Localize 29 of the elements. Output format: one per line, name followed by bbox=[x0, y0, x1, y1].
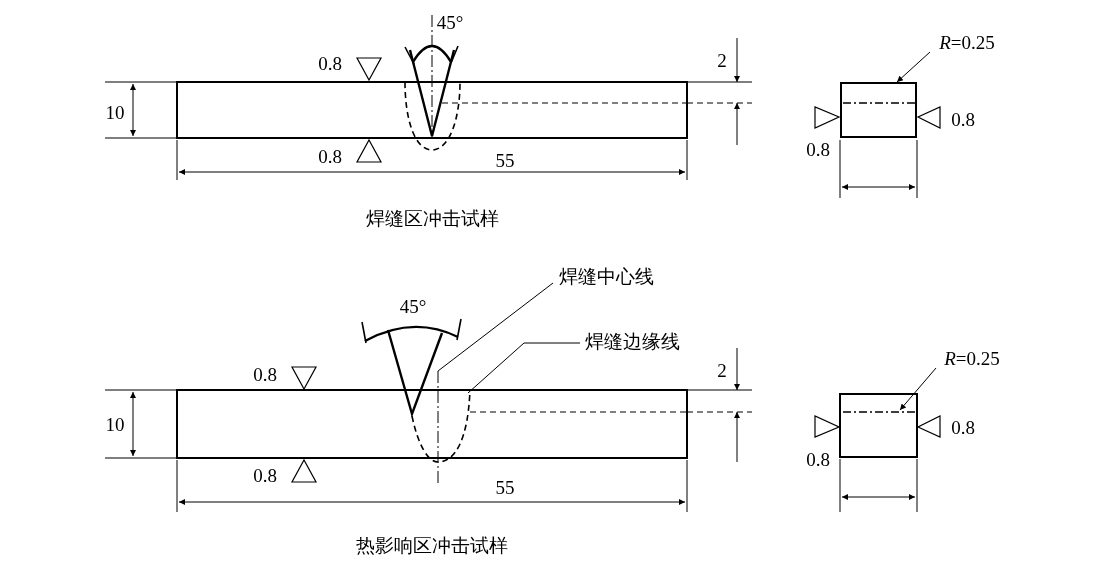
roughness-value: 0.8 bbox=[318, 146, 342, 166]
roughness-value: 0.8 bbox=[253, 364, 277, 384]
leader-line bbox=[896, 51, 931, 83]
roughness-value: 0.8 bbox=[951, 109, 975, 129]
caption: 焊缝区冲击试样 bbox=[365, 208, 499, 228]
leader-line bbox=[467, 342, 581, 394]
dimension-text: 10 bbox=[105, 102, 125, 122]
section-box bbox=[840, 82, 917, 138]
caption: 热影响区冲击试样 bbox=[356, 535, 508, 555]
dimension-text: 55 bbox=[495, 150, 515, 170]
dimension-text: 2 bbox=[717, 50, 727, 70]
roughness-value: 0.8 bbox=[806, 449, 830, 469]
centre-line bbox=[436, 371, 440, 484]
dimension-text: R=0.25 bbox=[939, 32, 995, 52]
leader-line bbox=[437, 282, 554, 372]
roughness-value: 0.8 bbox=[253, 465, 277, 485]
leader-line bbox=[899, 367, 937, 411]
callout-text: 焊缝边缘线 bbox=[584, 331, 680, 351]
dimension-text: 55 bbox=[495, 477, 515, 497]
dimension-text: 2 bbox=[717, 360, 727, 380]
angle-label: 45° bbox=[436, 12, 464, 32]
dimension-text: 10 bbox=[105, 414, 125, 434]
centre-line bbox=[843, 410, 915, 414]
roughness-value: 0.8 bbox=[318, 53, 342, 73]
roughness-value: 0.8 bbox=[951, 417, 975, 437]
callout-text: 焊缝中心线 bbox=[558, 266, 654, 286]
roughness-value: 0.8 bbox=[806, 139, 830, 159]
angle-label: 45° bbox=[399, 296, 427, 316]
dimension-text: R=0.25 bbox=[944, 348, 1000, 368]
